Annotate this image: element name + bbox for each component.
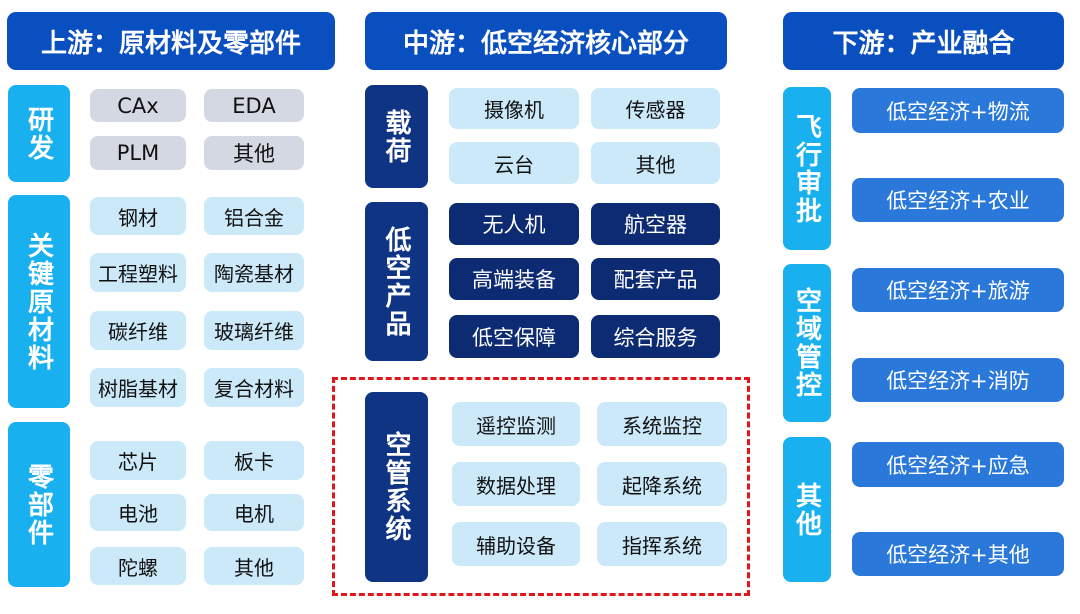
products-label: 低空产品 (365, 202, 428, 361)
payload-item: 云台 (449, 142, 579, 184)
flight-approval-label: 飞行审批 (783, 87, 831, 250)
midstream-header: 中游：低空经济核心部分 (365, 12, 727, 70)
material-item: 陶瓷基材 (204, 253, 304, 292)
material-item: 碳纤维 (90, 311, 186, 350)
payload-item: 摄像机 (449, 88, 579, 129)
materials-label: 关键原材料 (8, 195, 70, 408)
atc-item: 辅助设备 (452, 522, 580, 566)
product-item: 综合服务 (591, 315, 720, 358)
part-item: 电池 (90, 494, 186, 531)
atc-item: 起降系统 (597, 462, 727, 506)
atc-item: 系统监控 (597, 402, 727, 446)
product-item: 航空器 (591, 203, 720, 245)
material-item: 复合材料 (204, 368, 304, 407)
material-item: 树脂基材 (90, 368, 186, 407)
payload-item: 传感器 (591, 88, 720, 129)
industry-item: 低空经济+应急 (852, 442, 1064, 487)
atc-item: 指挥系统 (597, 522, 727, 566)
payload-label: 载荷 (365, 85, 428, 188)
material-item: 钢材 (90, 197, 186, 235)
parts-label: 零部件 (8, 422, 70, 587)
downstream-header: 下游：产业融合 (783, 12, 1064, 70)
product-item: 配套产品 (591, 258, 720, 300)
other-label: 其他 (783, 437, 831, 582)
industry-item: 低空经济+物流 (852, 88, 1064, 133)
industry-item: 低空经济+旅游 (852, 268, 1064, 312)
atc-label: 空管系统 (365, 392, 428, 582)
upstream-header: 上游：原材料及零部件 (7, 12, 335, 70)
atc-item: 数据处理 (452, 462, 580, 506)
part-item: 芯片 (90, 441, 186, 480)
industry-item: 低空经济+其他 (852, 532, 1064, 576)
material-item: 铝合金 (204, 197, 304, 235)
atc-highlight-box (332, 377, 750, 596)
atc-item: 遥控监测 (452, 402, 580, 446)
airspace-control-label: 空域管控 (783, 264, 831, 422)
rnd-item: EDA (204, 89, 304, 122)
product-item: 无人机 (449, 203, 579, 245)
material-item: 玻璃纤维 (204, 311, 304, 350)
product-item: 高端装备 (449, 258, 579, 300)
industry-item: 低空经济+农业 (852, 178, 1064, 222)
part-item: 板卡 (204, 441, 304, 480)
industry-item: 低空经济+消防 (852, 358, 1064, 402)
part-item: 其他 (204, 547, 304, 585)
rnd-label: 研发 (8, 85, 70, 182)
rnd-item: PLM (90, 136, 186, 170)
material-item: 工程塑料 (90, 253, 186, 292)
rnd-item: 其他 (204, 136, 304, 170)
part-item: 电机 (204, 494, 304, 531)
payload-item: 其他 (591, 142, 720, 184)
part-item: 陀螺 (90, 547, 186, 585)
product-item: 低空保障 (449, 315, 579, 358)
rnd-item: CAx (90, 89, 186, 122)
